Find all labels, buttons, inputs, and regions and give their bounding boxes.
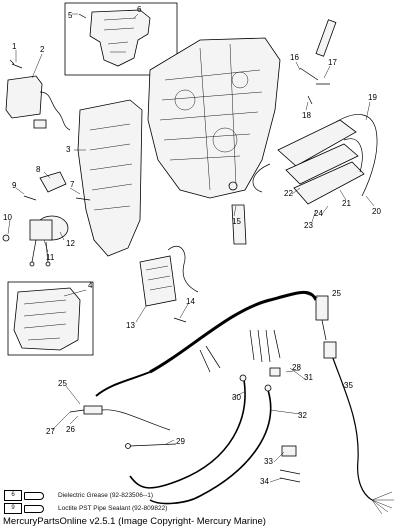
callout-28: 28 — [292, 363, 301, 372]
callout-9: 9 — [12, 181, 17, 190]
callout-30: 30 — [232, 393, 241, 402]
legend-code-badge: 9 — [4, 503, 22, 514]
ignition-coils — [277, 119, 357, 167]
legend-row-sealant: 9 Loctite PST Pipe Sealant (92-809822) — [4, 503, 167, 514]
callout-26: 26 — [66, 425, 75, 434]
bracket-6-part — [89, 9, 151, 67]
callout-25-harness: 25 — [332, 289, 341, 298]
inset-box-5-6 — [64, 2, 178, 76]
callout-16: 16 — [290, 53, 299, 62]
module-2 — [5, 75, 43, 119]
callout-24: 24 — [314, 209, 323, 218]
rectifier-13 — [139, 255, 177, 307]
callout-10: 10 — [3, 213, 12, 222]
callout-18: 18 — [302, 111, 311, 120]
legend-text: Loctite PST Pipe Sealant (92-809822) — [58, 505, 168, 513]
tube-icon — [24, 491, 44, 500]
callout-15: 15 — [232, 217, 241, 226]
engine-block — [147, 37, 281, 199]
callout-14: 14 — [186, 297, 195, 306]
callout-5: 5 — [68, 11, 73, 20]
callout-33: 33 — [264, 457, 273, 466]
bracket-4-part — [13, 287, 81, 351]
legend-row-grease: 6 Dielectric Grease (92-823506--1) — [4, 490, 153, 501]
legend-code-badge: 6 — [4, 490, 22, 501]
callout-19: 19 — [368, 93, 377, 102]
callout-34: 34 — [260, 477, 269, 486]
callout-2: 2 — [40, 45, 45, 54]
callout-6: 6 — [137, 5, 142, 14]
callout-20: 20 — [372, 207, 381, 216]
callout-32: 32 — [298, 411, 307, 420]
callout-4: 4 — [88, 281, 93, 290]
bracket-3 — [77, 99, 143, 257]
callout-7: 7 — [70, 180, 75, 189]
callout-13: 13 — [126, 321, 135, 330]
callout-3: 3 — [66, 145, 71, 154]
callout-29: 29 — [176, 437, 185, 446]
callout-25-connector: 25 — [58, 379, 67, 388]
callout-leaders — [7, 13, 375, 483]
tube-icon — [24, 504, 44, 513]
callout-11: 11 — [46, 253, 55, 262]
inset-box-4 — [7, 281, 94, 356]
cable-30 — [129, 379, 246, 489]
callout-35: 35 — [344, 381, 353, 390]
cable-35 — [329, 349, 373, 501]
callout-8: 8 — [36, 165, 41, 174]
copyright-footer: MercuryPartsOnline v2.5.1 (Image Copyrig… — [3, 516, 266, 527]
callout-23: 23 — [304, 221, 313, 230]
callout-31: 31 — [304, 373, 313, 382]
legend-text: Dielectric Grease (92-823506--1) — [58, 492, 154, 500]
callout-17: 17 — [328, 58, 337, 67]
callout-1: 1 — [12, 42, 17, 51]
cable-32 — [149, 389, 272, 505]
callout-22: 22 — [284, 189, 293, 198]
callout-12: 12 — [66, 239, 75, 248]
callout-27: 27 — [46, 427, 55, 436]
wiring-harness — [149, 291, 318, 374]
callout-21: 21 — [342, 199, 351, 208]
